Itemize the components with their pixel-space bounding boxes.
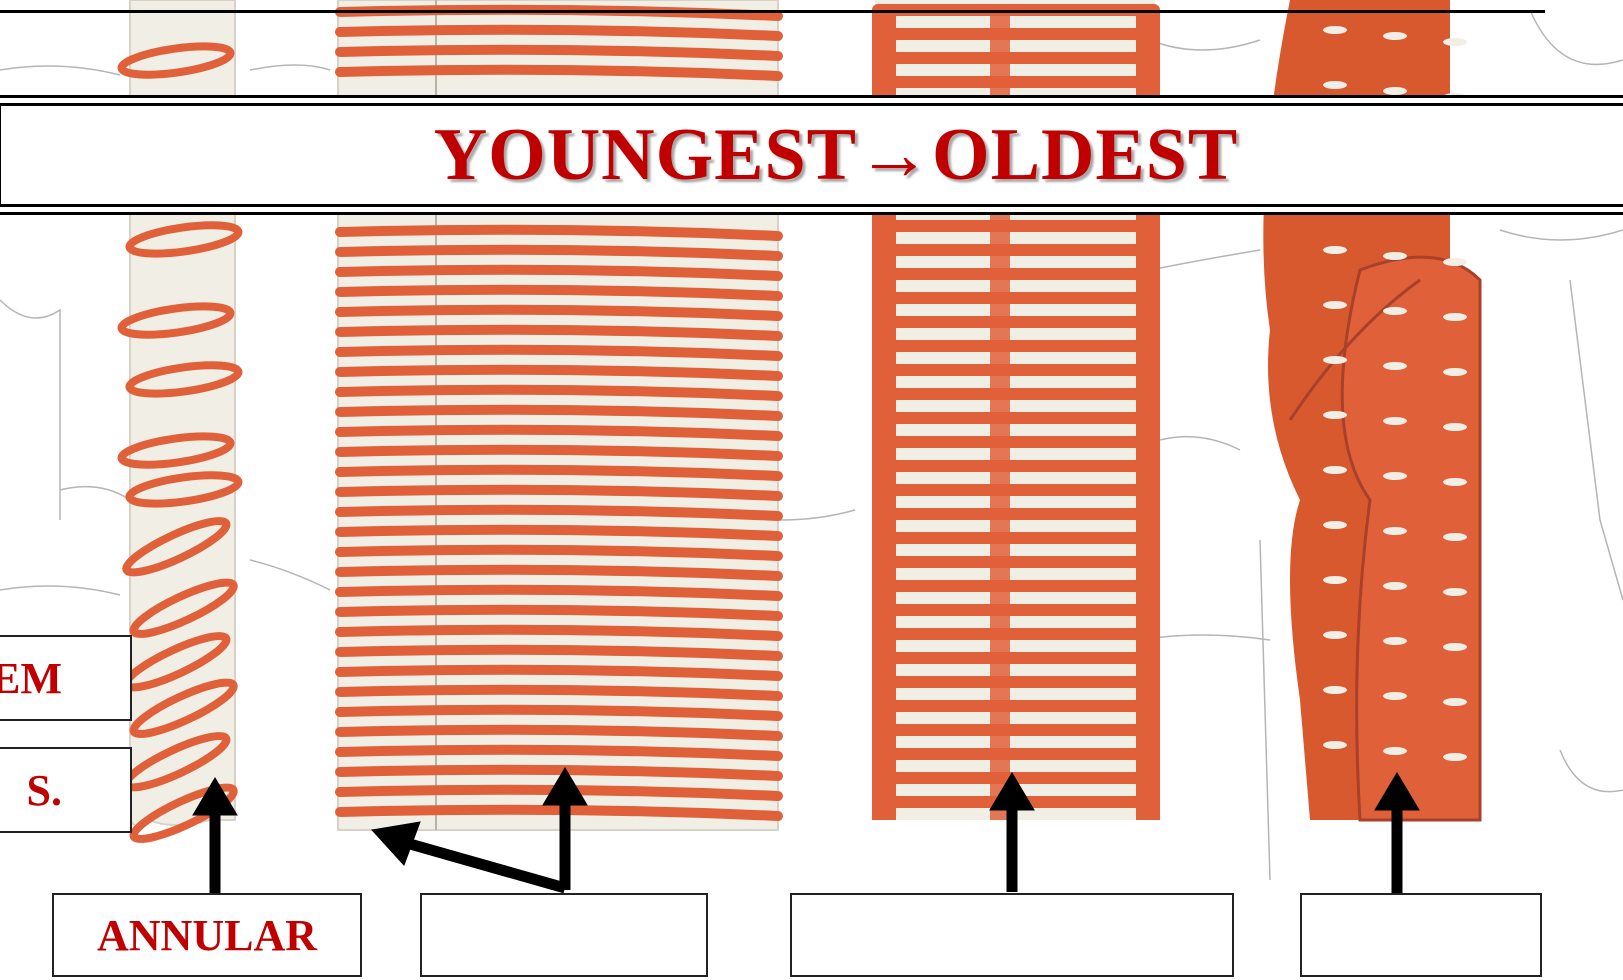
pit xyxy=(1383,307,1407,315)
pit xyxy=(1323,301,1347,309)
scalariform-bar xyxy=(872,676,1160,688)
pit xyxy=(1443,698,1467,706)
pit xyxy=(1443,478,1467,486)
scalariform-bar xyxy=(872,724,1160,736)
scalariform-bar xyxy=(872,52,1160,64)
pit xyxy=(1443,423,1467,431)
label-box-helical[interactable] xyxy=(420,893,708,977)
pit xyxy=(1443,643,1467,651)
pit xyxy=(1323,521,1347,529)
left-label-text-2: S. xyxy=(27,765,62,816)
scalariform-bar xyxy=(872,244,1160,256)
scalariform-bar xyxy=(872,604,1160,616)
pit xyxy=(1443,313,1467,321)
scalariform-bar xyxy=(872,340,1160,352)
scalariform-bar xyxy=(872,460,1160,472)
pit xyxy=(1443,588,1467,596)
pit xyxy=(1323,741,1347,749)
top-banner-edge xyxy=(0,0,1545,13)
pit xyxy=(1383,637,1407,645)
left-label-text-1: EM xyxy=(0,653,62,704)
pit xyxy=(1323,686,1347,694)
left-label-box-2: S. xyxy=(0,747,132,833)
scalariform-bar xyxy=(872,652,1160,664)
pit xyxy=(1443,368,1467,376)
pit xyxy=(1323,81,1347,89)
scalariform-bar xyxy=(872,316,1160,328)
scalariform-bar xyxy=(872,268,1160,280)
left-label-box-1: EM xyxy=(0,635,132,721)
scalariform-bar xyxy=(872,364,1160,376)
label-box-scalariform[interactable] xyxy=(790,893,1234,977)
scalariform-bar xyxy=(872,508,1160,520)
pit xyxy=(1323,246,1347,254)
title-banner-inner: YOUNGEST→OLDEST xyxy=(0,103,1623,207)
pit xyxy=(1443,533,1467,541)
scalariform-bar xyxy=(872,556,1160,568)
scalariform-bar xyxy=(872,628,1160,640)
pit xyxy=(1383,32,1407,40)
scalariform-bar xyxy=(872,580,1160,592)
scalariform-bar xyxy=(872,412,1160,424)
label-annular-text: ANNULAR xyxy=(97,910,317,961)
scalariform-bar xyxy=(872,484,1160,496)
pit xyxy=(1383,692,1407,700)
pit xyxy=(1383,417,1407,425)
pit xyxy=(1383,527,1407,535)
pit xyxy=(1443,258,1467,266)
pit xyxy=(1383,252,1407,260)
label-box-annular[interactable]: ANNULAR xyxy=(52,893,362,977)
scalariform-bar xyxy=(872,292,1160,304)
scalariform-bar xyxy=(872,532,1160,544)
pit xyxy=(1323,466,1347,474)
pit xyxy=(1323,411,1347,419)
pit xyxy=(1443,38,1467,46)
scalariform-bar xyxy=(872,220,1160,232)
scalariform-bar xyxy=(872,76,1160,88)
pit xyxy=(1383,87,1407,95)
scalariform-bar xyxy=(872,436,1160,448)
pit xyxy=(1383,582,1407,590)
pit xyxy=(1443,753,1467,761)
label-box-pitted[interactable] xyxy=(1300,893,1542,977)
pit xyxy=(1323,576,1347,584)
scalariform-bar xyxy=(872,700,1160,712)
pit xyxy=(1383,362,1407,370)
title-banner: YOUNGEST→OLDEST xyxy=(0,95,1623,215)
page-title: YOUNGEST→OLDEST xyxy=(434,113,1239,198)
scalariform-bar xyxy=(872,28,1160,40)
pit xyxy=(1323,631,1347,639)
scalariform-bar xyxy=(872,388,1160,400)
pit xyxy=(1383,747,1407,755)
pit xyxy=(1383,472,1407,480)
pit xyxy=(1323,356,1347,364)
pit xyxy=(1323,26,1347,34)
scalariform-bar xyxy=(872,748,1160,760)
